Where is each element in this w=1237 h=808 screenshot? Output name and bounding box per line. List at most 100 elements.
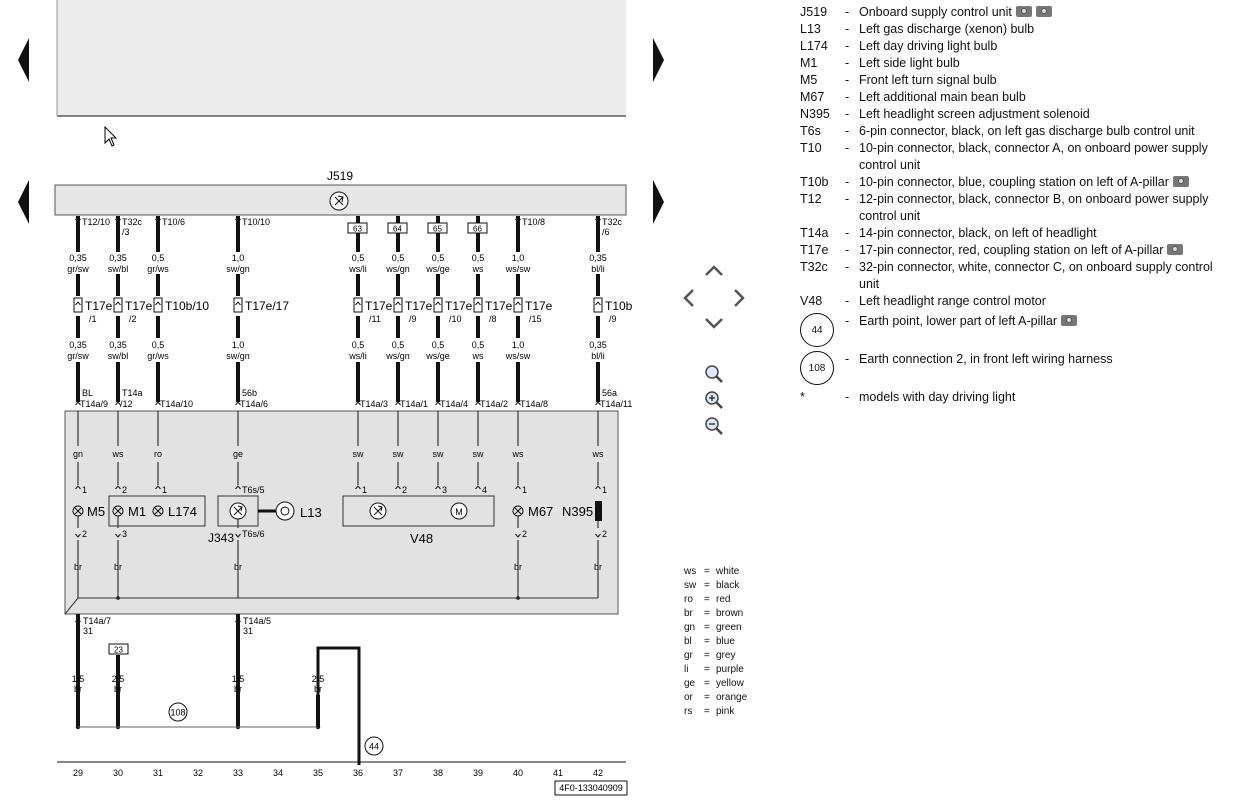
- legend-description-text: Earth point, lower part of left A-pillar: [859, 314, 1058, 328]
- coupling-connector-icon: [353, 297, 363, 313]
- legend-description: Left headlight screen adjustment solenoi…: [859, 106, 1234, 123]
- legend-dash: -: [845, 141, 850, 155]
- equals-sign: =: [704, 622, 710, 633]
- legend-code: L13: [800, 22, 821, 36]
- legend-row-m5: M5-Front left turn signal bulb: [800, 72, 1234, 89]
- next-section-arrow-icon[interactable]: [650, 178, 666, 226]
- camera-icon[interactable]: [1015, 6, 1032, 17]
- pan-down-icon[interactable]: [704, 316, 724, 330]
- pin-arrow-icon: [435, 485, 441, 490]
- wire-colour: gr/sw: [67, 264, 89, 274]
- fuse-number: 23: [114, 646, 123, 655]
- n395-label: N395: [562, 504, 593, 519]
- colour-code: li: [684, 664, 689, 675]
- camera-icon[interactable]: [1172, 176, 1189, 187]
- wire-size: 0,5: [352, 253, 365, 263]
- colour-code: gn: [684, 622, 696, 633]
- legend-row-n395: N395-Left headlight screen adjustment so…: [800, 106, 1234, 123]
- zoom-out-icon[interactable]: [704, 416, 724, 436]
- wire-size: 0,35: [109, 253, 127, 263]
- legend-code: T10b: [800, 175, 829, 189]
- colour-name: blue: [716, 636, 735, 647]
- equals-sign: =: [704, 594, 710, 605]
- track-number: 31: [153, 768, 163, 778]
- colour-name: black: [716, 580, 740, 591]
- component-pin: 1: [362, 485, 367, 495]
- range-control-motor-v48: [342, 495, 495, 527]
- pin-arrow-icon: [155, 301, 161, 306]
- wire-tag: 56a: [602, 388, 617, 398]
- wire-colour: gr/sw: [67, 351, 89, 361]
- turn-signal-bulb-m5: M5: [72, 504, 105, 519]
- previous-section-arrow-icon[interactable]: [16, 178, 32, 226]
- wire-colour: ws/ge: [425, 264, 450, 274]
- legend-dash: -: [845, 226, 850, 240]
- camera-icon[interactable]: [1035, 6, 1052, 17]
- component-pin: 2: [82, 529, 87, 539]
- wire-size: 0,5: [432, 253, 445, 263]
- module-wire-colour: br: [114, 562, 122, 572]
- pin-arrow-icon: [75, 401, 81, 406]
- wire-colour: sw/gn: [226, 351, 250, 361]
- colour-name: orange: [716, 692, 748, 703]
- wire-colour: ws/li: [348, 351, 367, 361]
- camera-icon[interactable]: [1167, 244, 1184, 255]
- legend-code: T10: [800, 141, 822, 155]
- colour-code: rs: [684, 706, 693, 717]
- previous-page-arrow-icon[interactable]: [16, 36, 32, 84]
- colour-key-row: or=orange: [684, 691, 747, 705]
- pin-arrow-icon: [75, 533, 81, 538]
- pin-arrow-icon: [75, 485, 81, 490]
- pin-arrow-icon: [355, 401, 361, 406]
- svg-text:M: M: [455, 507, 463, 517]
- track-number: 39: [473, 768, 483, 778]
- track-number: 37: [393, 768, 403, 778]
- fuse-box: [467, 222, 488, 234]
- legend-description-text: Earth connection 2, in front left wiring…: [859, 352, 1113, 366]
- pin-arrow-icon: [355, 485, 361, 490]
- colour-code: ge: [684, 678, 696, 689]
- pan-up-icon[interactable]: [704, 264, 724, 278]
- camera-icon[interactable]: [1061, 315, 1078, 326]
- wire-colour: gr/ws: [147, 351, 169, 361]
- pan-left-icon[interactable]: [682, 288, 696, 308]
- equals-sign: =: [704, 608, 710, 619]
- next-page-arrow-icon[interactable]: [650, 36, 666, 84]
- track-number: 38: [433, 768, 443, 778]
- legend-code: M67: [800, 90, 825, 104]
- pin-arrow-icon: [235, 401, 241, 406]
- pin-arrow-icon: [235, 620, 241, 625]
- wire-tag: BL: [82, 388, 93, 398]
- zoom-in-icon[interactable]: [704, 390, 724, 410]
- legend-description-text: Left gas discharge (xenon) bulb: [859, 22, 1035, 36]
- module-wire-colour: br: [594, 562, 602, 572]
- legend-description-text: Left headlight range control motor: [859, 294, 1046, 308]
- colour-key-row: gn=green: [684, 621, 747, 635]
- legend-dash: -: [845, 5, 850, 19]
- connector-pin: /15: [529, 314, 542, 324]
- legend-code: T32c: [800, 260, 828, 274]
- wire-size: 0,5: [432, 340, 445, 350]
- component-pin: 4: [482, 485, 487, 495]
- connector-label: T17e: [85, 299, 113, 313]
- unit-label: J519: [327, 169, 353, 183]
- pin-arrow-icon: [155, 485, 161, 490]
- connector-label: T17e: [525, 299, 553, 313]
- wire-size: 1,0: [232, 253, 245, 263]
- wire-size: 1,0: [232, 340, 245, 350]
- colour-name: purple: [716, 664, 744, 675]
- zoom-fit-icon[interactable]: [704, 364, 724, 384]
- connector-pin: T14a/8: [520, 399, 548, 409]
- pan-right-icon[interactable]: [732, 288, 746, 308]
- legend-description: models with day driving light: [859, 390, 1016, 404]
- m67-label: M67: [528, 504, 553, 519]
- colour-name: pink: [716, 706, 735, 717]
- track-number: 41: [553, 768, 563, 778]
- legend-row-m67: M67-Left additional main bean bulb: [800, 89, 1234, 106]
- connector-pin: /9: [609, 314, 617, 324]
- fuse-box: [427, 222, 448, 234]
- wire-size: 0,35: [589, 340, 607, 350]
- coupling-connector-icon: [233, 297, 243, 313]
- module-wire-colour: ws: [592, 449, 604, 459]
